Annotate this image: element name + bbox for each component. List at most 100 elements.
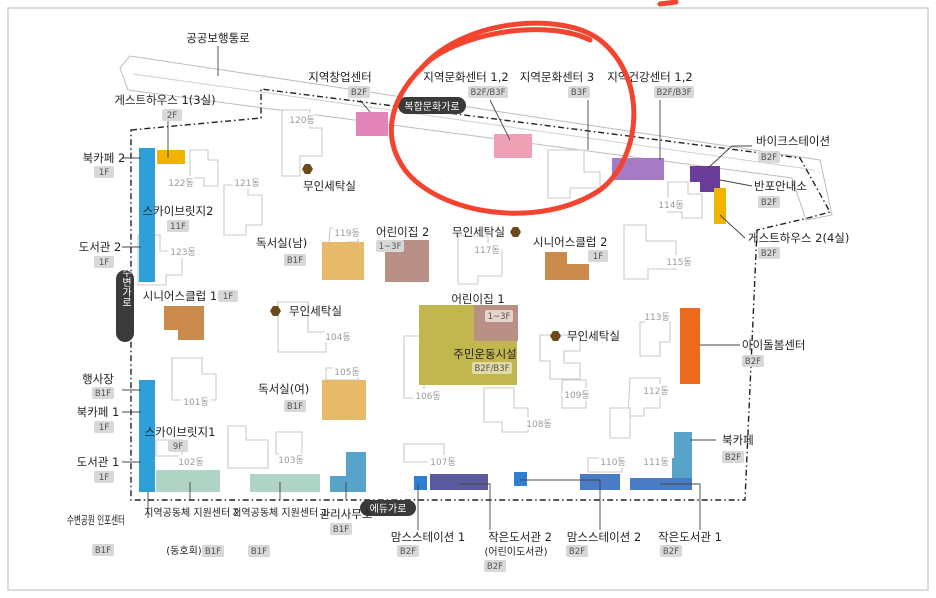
senior1-floor: 1F [223, 292, 233, 302]
studyF-label: 독서실(여) [258, 382, 309, 396]
studyM-floor: B1F [287, 256, 303, 266]
bldg-120: 120동 [289, 115, 314, 126]
community2-floor: B1F [205, 547, 221, 557]
bldg-103: 103동 [278, 455, 303, 466]
mgmt-floor: B1F [333, 525, 349, 535]
guesthouse2-label: 게스트하우스 2(4실) [748, 231, 849, 245]
info-floor: B2F [761, 198, 777, 208]
laundry-icon [550, 331, 561, 341]
culture12-floor: B2F/B3F [470, 88, 505, 98]
momstation2-floor: B2F [569, 547, 585, 557]
health-floor: B2F/B3F [656, 88, 691, 98]
building-numbers: 120동 121동 122동 123동 119동 117동 115동 114동 … [166, 113, 694, 468]
bldg-104: 104동 [325, 332, 350, 343]
bldg-101: 101동 [183, 397, 208, 408]
community2-shape [156, 470, 220, 492]
info-label: 반포안내소 [754, 179, 807, 193]
library1-label: 도서관 1 [77, 455, 120, 469]
mgmt-shape [330, 452, 366, 492]
laundry-icon [302, 164, 313, 174]
smalllib1-floor: B2F [663, 547, 679, 557]
smalllib2-sub: (어린이도서관) [484, 546, 547, 558]
bldg-122: 122동 [168, 178, 193, 189]
senior2-label: 시니어스클럽 2 [533, 235, 607, 249]
bldg-106: 106동 [415, 391, 440, 402]
red-annotation [388, 0, 679, 216]
smalllib2-shape [430, 474, 488, 490]
bldg-115: 115동 [666, 257, 691, 268]
bookcafe2-label: 북카페 2 [83, 151, 126, 165]
bookcafe2-shape [157, 150, 185, 164]
culture-road-label: 복합문화가로 [404, 101, 459, 113]
momstation2-small-shape [514, 472, 527, 486]
kinder1-floor: 1~3F [488, 312, 511, 322]
library1-floor: 1F [99, 473, 109, 483]
skybridge2-shape [139, 148, 155, 282]
event-floor: B1F [95, 389, 111, 399]
momstation2-label: 맘스스테이션 2 [567, 530, 641, 544]
community1-floor: B1F [251, 547, 267, 557]
startup-label: 지역창업센터 [308, 70, 371, 84]
bookcafe-label: 북카페 [722, 433, 754, 447]
bldg-119: 119동 [334, 228, 359, 239]
laundry4-label: 무인세탁실 [567, 329, 620, 343]
childcare-label: 아이돌봄센터 [742, 338, 805, 352]
community1-shape [250, 474, 320, 492]
smalllib2-floor: B2F [487, 562, 503, 572]
laundry2-label: 무인세탁실 [452, 225, 505, 239]
bldg-112: 112동 [643, 386, 668, 397]
skybridge2-floor: 11F [170, 222, 186, 232]
culture3-floor: B3F [571, 88, 587, 98]
skybridge1-label: 스카이브릿지1 [145, 425, 216, 439]
studyF-floor: B1F [287, 402, 303, 412]
bldg-111: 111동 [643, 457, 668, 468]
sports-floor: B2F/B3F [474, 364, 509, 374]
bldg-102: 102동 [178, 457, 203, 468]
bookcafe1-floor: 1F [99, 423, 109, 433]
site-boundary [130, 88, 832, 501]
studyM-label: 독서실(남) [256, 236, 307, 250]
bldg-110: 110동 [600, 457, 625, 468]
laundry-icon [270, 306, 281, 316]
childcare-shape [680, 308, 700, 384]
waterside-road-label: 수변가로 [120, 267, 132, 307]
kinder2-floor: 1~3F [379, 242, 402, 252]
bookcafe-floor: B2F [725, 453, 741, 463]
laundry1-label: 무인세탁실 [303, 179, 356, 193]
laundry-icon [510, 227, 521, 237]
guesthouse2-shape [714, 188, 726, 224]
bookcafe2-floor: 1F [99, 168, 109, 178]
smalllib2-label: 작은도서관 2 [488, 530, 552, 544]
startup-shape [356, 112, 388, 136]
bike-shape [690, 166, 720, 192]
laundry-markers [270, 164, 561, 341]
guesthouse1-floor: 2F [167, 111, 177, 121]
culture12-label: 지역문화센터 1,2 [423, 70, 508, 84]
library2-floor: 1F [99, 258, 109, 268]
skybridge1-shape [139, 380, 155, 492]
bldg-113: 113동 [644, 312, 669, 323]
bldg-123: 123동 [170, 247, 195, 258]
momstation1-label: 맘스스테이션 1 [391, 530, 465, 544]
event-label: 행사장 [82, 372, 114, 386]
waterside-road-pill [116, 270, 134, 342]
culture3-label: 지역문화센터 3 [520, 70, 594, 84]
culture12-shape [494, 134, 532, 158]
community1-label: 지역공동체 지원센터 1 [232, 507, 328, 519]
studyF-shape [322, 380, 366, 420]
bookcafe-shape [672, 432, 692, 488]
waterpark-label: 수변공원 인포센터 [67, 513, 125, 527]
leader-lines [122, 99, 753, 530]
studyM-shape [322, 242, 364, 280]
bldg-105: 105동 [334, 367, 359, 378]
momstation1-shape [414, 476, 427, 490]
library2-label: 도서관 2 [79, 240, 122, 254]
bldg-121: 121동 [234, 178, 259, 189]
bldg-107: 107동 [430, 457, 455, 468]
bikestation-label: 바이크스테이션 [756, 134, 830, 148]
edu-road-pill [360, 500, 416, 516]
guesthouse2-floor: B2F [761, 249, 777, 259]
senior1-label: 시니어스클럽 1 [143, 289, 217, 303]
senior2-shape [545, 252, 589, 280]
walkway-label: 공공보행통로 [186, 31, 249, 45]
